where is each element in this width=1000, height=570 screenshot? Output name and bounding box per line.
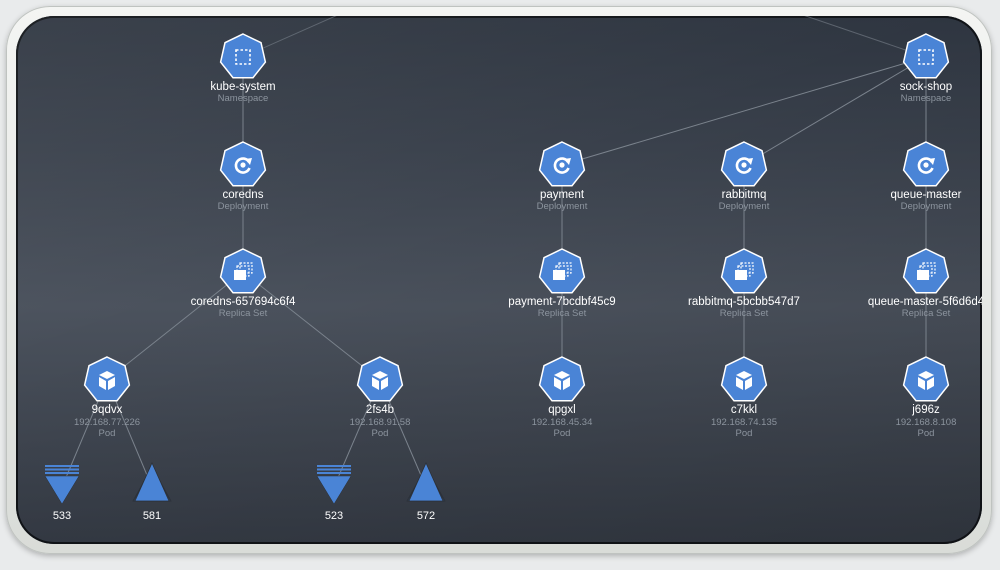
edge-sock-shop-payment [561,56,927,166]
node-ip: 192.168.74.135 [711,417,777,428]
node-name: sock-shop [900,81,952,93]
node-kind: Pod [372,428,389,439]
node-kind: Namespace [901,93,952,104]
edges [61,56,927,488]
node-shape [219,33,267,79]
node-kind: Deployment [901,201,952,212]
pod-icon [918,371,934,390]
deployment-icon [553,157,571,174]
node-kind: Pod [99,428,116,439]
node-name: rabbitmq [722,189,767,201]
node-name: coredns [223,189,264,201]
node-kind: Replica Set [538,308,587,319]
namespace-icon [918,49,934,65]
deployment-icon [735,157,753,174]
node-kind: Namespace [218,93,269,104]
node-name: kube-system [210,81,275,93]
node-kind: Replica Set [219,308,268,319]
node-kind: Deployment [218,201,269,212]
node-ip: 192.168.8.108 [896,417,957,428]
node-kind: Deployment [537,201,588,212]
replicaset-icon [917,262,936,280]
metric-581[interactable]: 581 [132,462,172,522]
node-ip: 192.168.45.34 [532,417,593,428]
metric-523[interactable]: 523 [316,465,352,522]
edge-coredns-rs-pod-9qdvx [106,271,244,381]
pod-icon [99,371,115,390]
topology-graph: kube-systemNamespacesock-shopNamespaceco… [44,16,982,522]
metrics: 533 581 523 572 [44,462,446,522]
edge-sock-shop-rabbitmq [743,56,927,166]
pod-icon [736,371,752,390]
edge-coredns-rs-pod-2fs4b [242,271,381,381]
node-name: rabbitmq-5bcbb547d7 [688,296,800,308]
offscreen-edges [242,16,927,58]
node-name: queue-master-5f6d6d4 [868,296,982,308]
node-name: queue-master [891,189,962,201]
metric-value: 581 [143,510,161,522]
node-name: payment [540,189,585,201]
node-kind: Replica Set [902,308,951,319]
replicaset-icon [553,262,572,280]
node-name: c7kkl [731,404,757,416]
replicaset-icon [735,262,754,280]
deployment-icon [234,157,252,174]
traffic-out-icon [406,462,446,502]
metric-value: 523 [325,510,343,522]
node-kind: Deployment [719,201,770,212]
node-kind: Pod [736,428,753,439]
nodes: kube-systemNamespacesock-shopNamespaceco… [74,33,982,439]
node-name: 2fs4b [366,404,394,416]
node-kind: Pod [918,428,935,439]
node-ip: 192.168.91.58 [350,417,411,428]
node-ip: 192.168.77.226 [74,417,140,428]
node-kind: Replica Set [720,308,769,319]
metric-value: 572 [417,510,435,522]
metric-533[interactable]: 533 [44,465,80,522]
pod-icon [554,371,570,390]
pod-icon [372,371,388,390]
traffic-out-icon [132,462,172,502]
node-name: payment-7bcdbf45c9 [508,296,615,308]
metric-value: 533 [53,510,71,522]
traffic-in-icon [44,465,80,505]
node-name: 9qdvx [92,404,123,416]
node-kind: Pod [554,428,571,439]
metric-572[interactable]: 572 [406,462,446,522]
traffic-in-icon [316,465,352,505]
deployment-icon [917,157,935,174]
namespace-icon [235,49,251,65]
node-shape [902,33,950,79]
node-name: coredns-657694c6f4 [191,296,296,308]
replicaset-icon [234,262,253,280]
node-name: qpgxl [548,404,576,416]
node-name: j696z [911,404,940,416]
